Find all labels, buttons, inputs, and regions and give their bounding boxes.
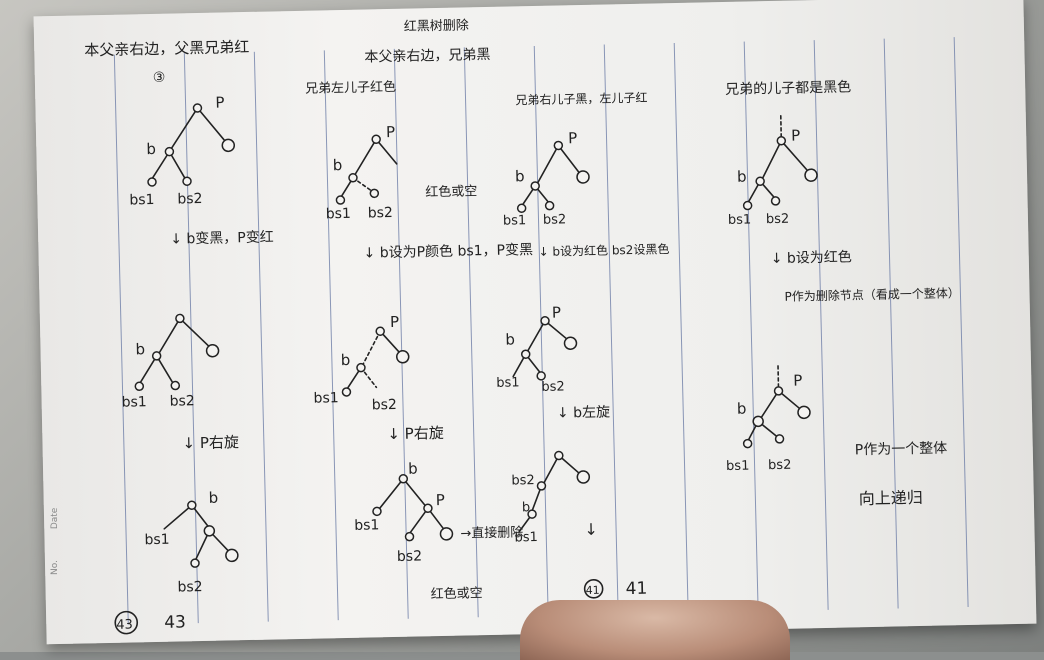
col2-red-or-empty-1: 红色或空 (425, 183, 477, 200)
col2-red-or-empty-2: 红色或空 (431, 585, 483, 602)
hand (520, 600, 790, 660)
col3-bs2-label-3: bs2 (511, 473, 535, 488)
col3-step1: ↓ b设为红色 bs2设黑色 (538, 241, 669, 259)
ruled-lines (114, 37, 968, 625)
margin-no-date: No. Date (50, 508, 60, 575)
col4-step2: P作为删除节点（看成一个整体） (784, 285, 960, 304)
col2-title: 兄弟左儿子红色 (305, 79, 396, 97)
col4-title: 兄弟的儿子都是黑色 (725, 78, 851, 98)
col2-b-label-3: b (408, 459, 418, 477)
col4-tree-2: P b bs1 bs2 (724, 365, 811, 474)
col4-b-label: b (737, 168, 747, 186)
header-mid: 本父亲右边，兄弟黑 (364, 47, 490, 66)
col1-step2: ↓ P右旋 (182, 433, 239, 452)
col2-step1: ↓ b设为P颜色 bs1，P变黑 (363, 241, 533, 262)
col4-bs1-label: bs1 (728, 212, 752, 227)
col2-tree-1: P b bs1 bs2 (324, 123, 398, 222)
handwritten-notes: 本父亲右边，父黑兄弟红 红黑树删除 本父亲右边，兄弟黑 ③ 兄弟左儿子红色 兄弟… (34, 0, 1037, 644)
col2-step2: ↓ P右旋 (387, 424, 444, 443)
col1-tree-2: b bs1 bs2 (120, 314, 220, 411)
col2-bs2-label-3: bs2 (397, 548, 422, 565)
col1-bs2-label-2: bs2 (169, 393, 194, 410)
col4-bs2-label-2: bs2 (768, 458, 792, 473)
col2-b-label: b (333, 156, 343, 174)
margin-date: Date (50, 508, 60, 530)
col2-bs1-label-2: bs1 (313, 390, 338, 407)
col2-bs2-label: bs2 (368, 205, 393, 222)
col1-p-label: P (215, 93, 224, 111)
col2-bs1-label-3: bs1 (354, 517, 379, 534)
col4-bs1-label-2: bs1 (726, 459, 750, 474)
col2-tree-2: P b bs1 bs2 (312, 313, 410, 415)
col1-tree-1: P b bs1 bs2 (127, 93, 235, 208)
col3-b-label-3: b (522, 500, 531, 515)
col1-b-label-2: b (135, 340, 145, 358)
footer-41: 41 (625, 579, 647, 599)
footer-43: 43 (164, 612, 186, 632)
col2-bs2-label-2: bs2 (372, 397, 397, 414)
col4-step3: P作为一个整体 (855, 440, 948, 458)
col1-tag: ③ (153, 70, 166, 86)
col3-p-label-2: P (552, 303, 561, 321)
col3-bs1-label-3: bs1 (514, 530, 538, 545)
header-left: 本父亲右边，父黑兄弟红 (84, 38, 249, 59)
col1-bs1-label-3: bs1 (144, 532, 169, 549)
notebook-page: 本父亲右边，父黑兄弟红 红黑树删除 本父亲右边，兄弟黑 ③ 兄弟左儿子红色 兄弟… (34, 0, 1037, 644)
footer-43-circled: 43 (116, 617, 133, 632)
col2-p-label-2: P (390, 313, 399, 331)
col3-tree-2: P b bs1 bs2 (495, 303, 578, 396)
col3-step2: ↓ b左旋 (557, 404, 610, 421)
col4-p-label-2: P (793, 371, 802, 389)
col2-b-label-2: b (341, 351, 351, 369)
col1-b-label-3: b (208, 489, 218, 507)
col2-p-label-3: P (436, 491, 445, 509)
col3-tree-3: bs2 b bs1 (511, 451, 591, 546)
col3-arrow: ↓ (584, 520, 598, 539)
col3-bs1-label-2: bs1 (496, 375, 520, 390)
col4-bs2-label: bs2 (766, 212, 790, 227)
col3-bs2-label: bs2 (543, 212, 567, 227)
col2-bs1-label: bs1 (326, 206, 351, 223)
col4-p-label: P (791, 126, 800, 144)
col3-p-label: P (568, 129, 577, 147)
col1-bs1-label: bs1 (129, 192, 154, 209)
col1-bs2-label-3: bs2 (177, 579, 202, 596)
col3-bs2-label-2: bs2 (541, 379, 565, 394)
col3-b-label: b (515, 167, 525, 185)
col1-bs2-label: bs2 (177, 191, 202, 208)
col1-b-label: b (146, 140, 156, 158)
col3-title: 兄弟右儿子黑，左儿子红 (515, 90, 647, 108)
col4-step1: ↓ b设为红色 (771, 248, 852, 267)
col2-tree-3: b P bs1 bs2 (353, 459, 453, 566)
col2-p-label: P (386, 123, 395, 141)
col3-b-label-2: b (505, 330, 515, 348)
col1-step1: ↓ b变黑，P变红 (170, 229, 274, 247)
col4-b-label-2: b (737, 400, 747, 418)
col3-bs1-label: bs1 (503, 213, 527, 228)
header-mid-top: 红黑树删除 (404, 17, 469, 34)
col1-tree-3: b bs1 bs2 (143, 488, 238, 596)
col4-step4: 向上递归 (859, 488, 923, 508)
col3-tree-1: P b bs1 bs2 (501, 129, 590, 229)
margin-no: No. (50, 560, 60, 575)
col4-tree-1: P b bs1 bs2 (726, 115, 818, 228)
col1-bs1-label-2: bs1 (121, 394, 146, 411)
footer-41-circled: 41 (586, 584, 600, 597)
